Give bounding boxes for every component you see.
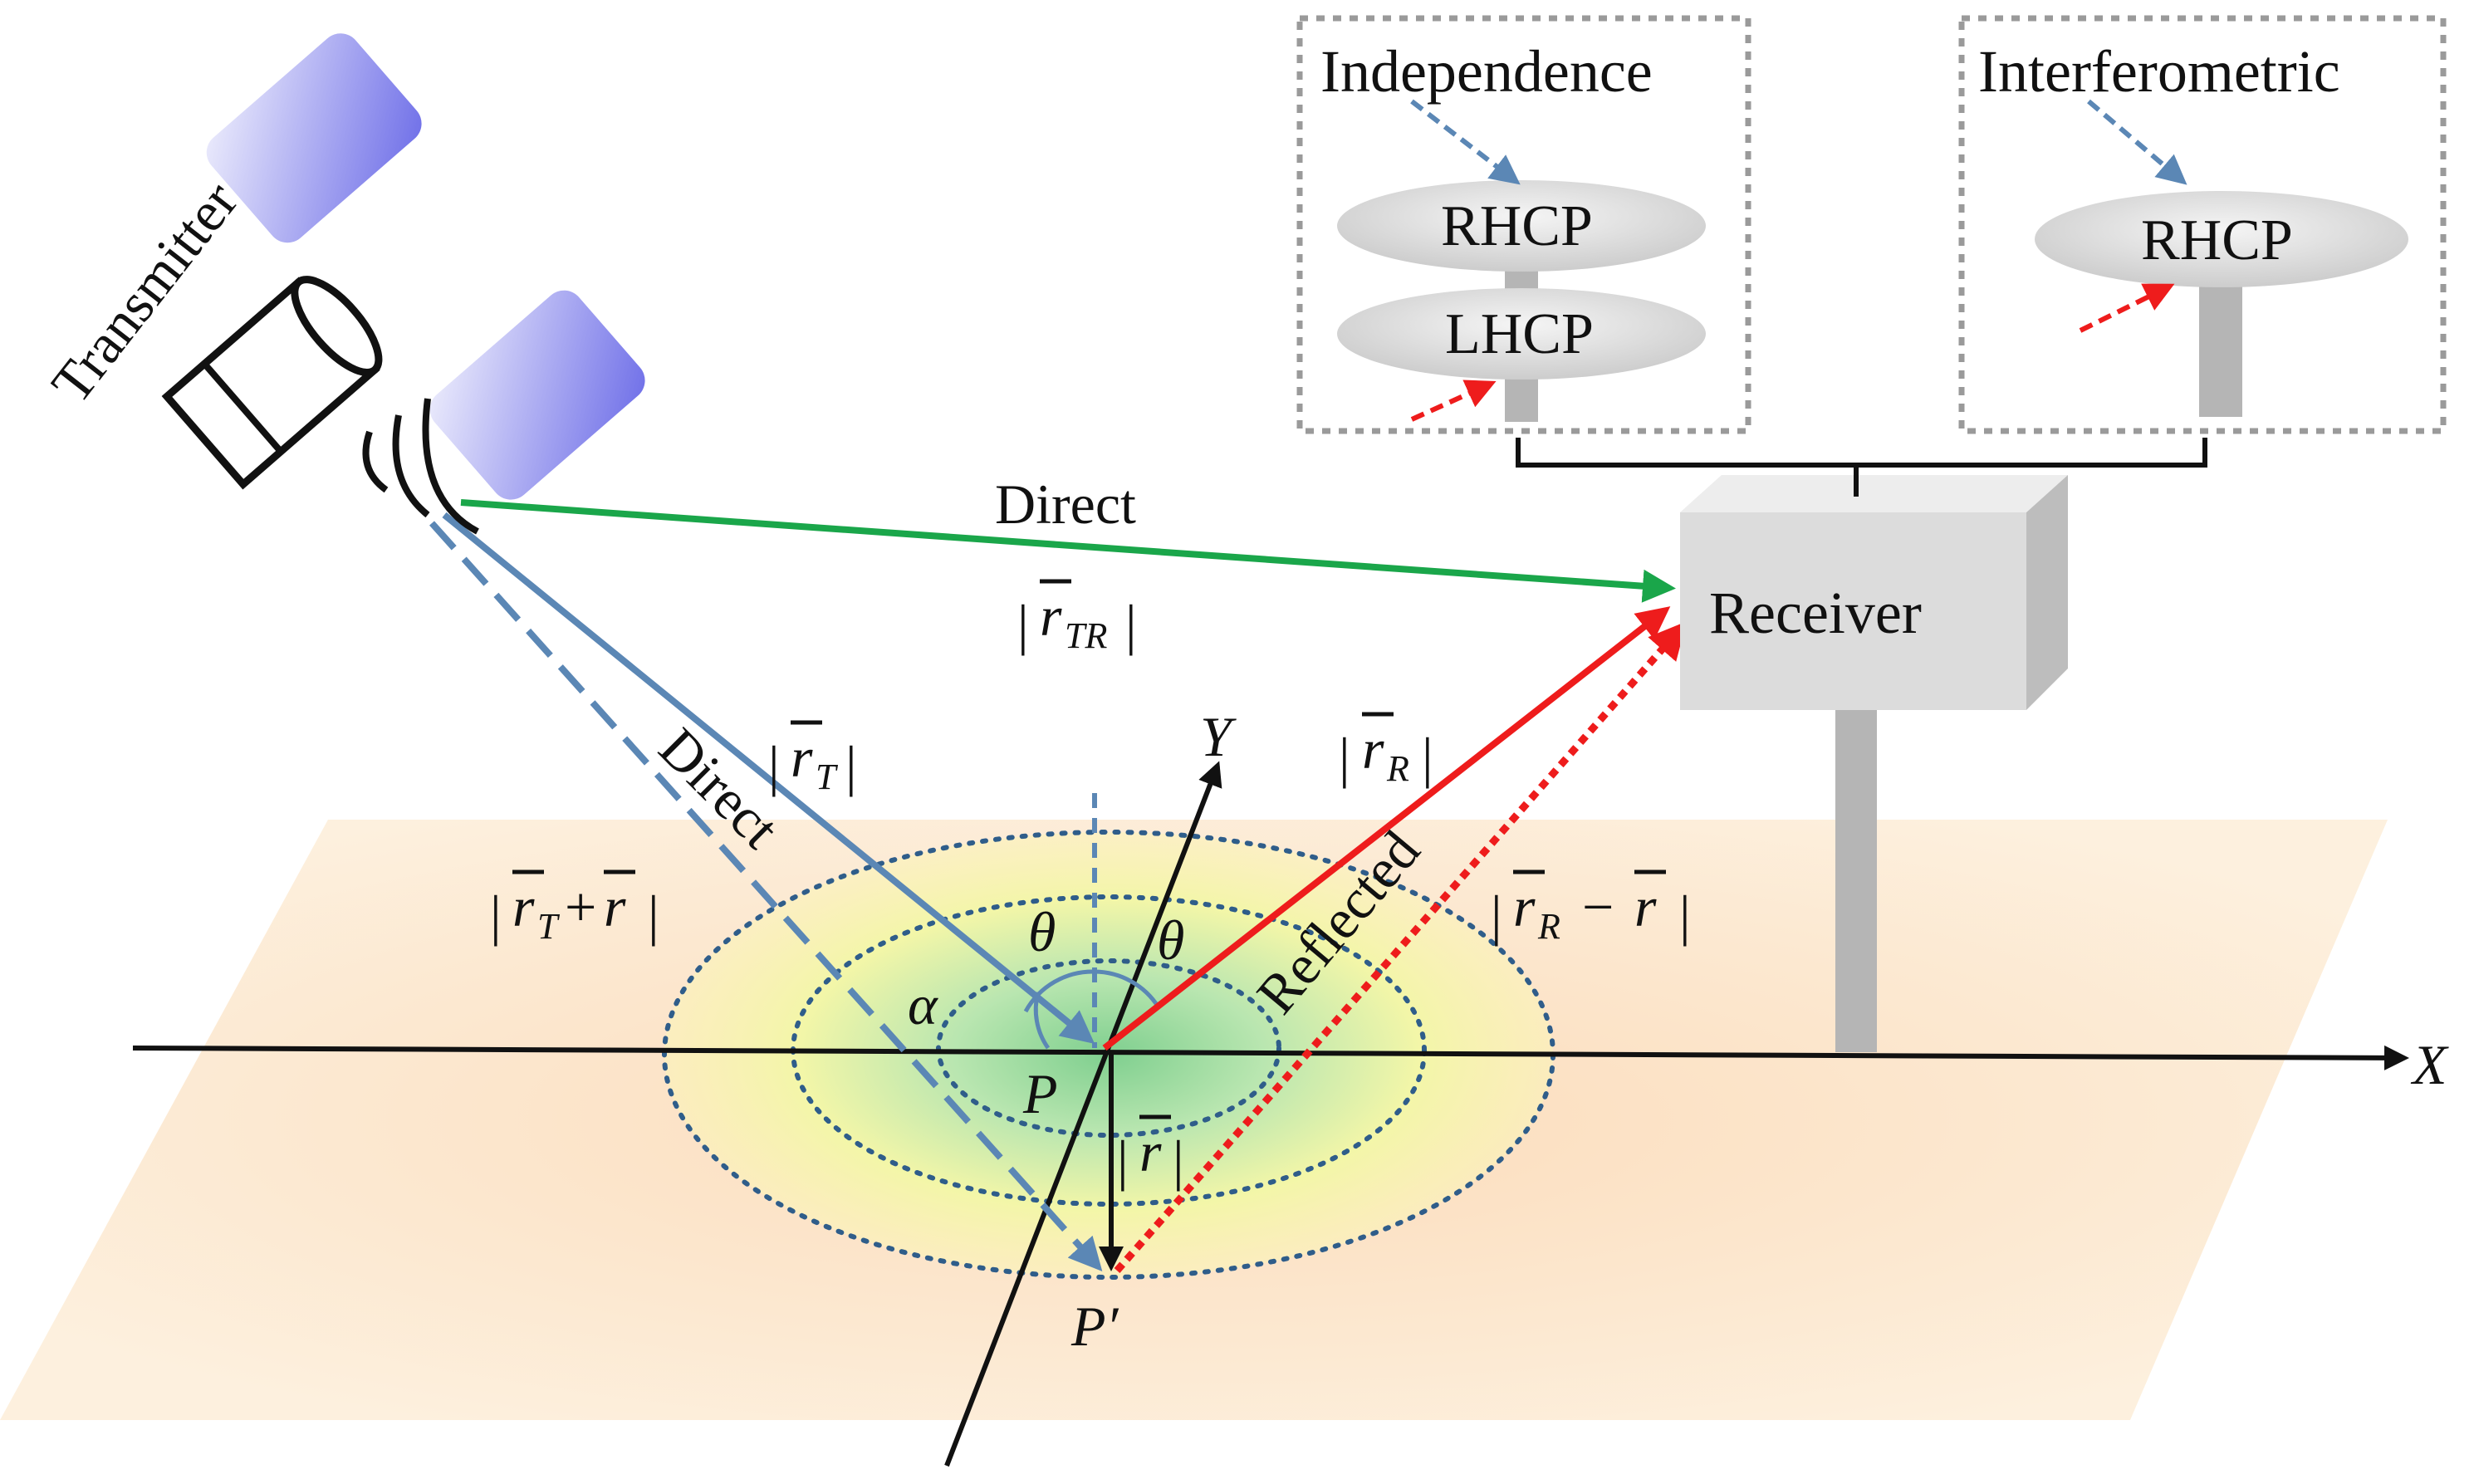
label-r-r: | r R | bbox=[1339, 712, 1433, 789]
svg-text:r: r bbox=[604, 875, 626, 938]
incident-path-offset-arrow bbox=[429, 521, 1103, 1271]
svg-text:TR: TR bbox=[1065, 615, 1107, 656]
satellite-icon bbox=[161, 33, 645, 535]
label-r-tr: | r TR | bbox=[1017, 579, 1137, 656]
svg-text:r: r bbox=[791, 726, 813, 789]
x-axis-label: X bbox=[2410, 1033, 2449, 1096]
svg-text:|: | bbox=[1679, 884, 1691, 947]
theta-left-arc bbox=[1023, 969, 1095, 1013]
svg-text:|: | bbox=[490, 884, 502, 947]
svg-text:r: r bbox=[1362, 718, 1384, 781]
svg-text:|: | bbox=[1491, 884, 1502, 947]
svg-text:R: R bbox=[1386, 748, 1409, 789]
rhcp-left-label: RHCP bbox=[1441, 194, 1593, 258]
theta-right-label: θ bbox=[1157, 909, 1184, 972]
antenna-icon bbox=[1337, 180, 1706, 422]
alpha-label: α bbox=[908, 973, 938, 1036]
svg-text:|: | bbox=[1173, 1129, 1184, 1192]
point-p-label: P bbox=[1022, 1062, 1058, 1125]
svg-text:r: r bbox=[1139, 1120, 1162, 1183]
label-r-t-plus-r: | r T + r | bbox=[490, 869, 659, 947]
antenna-bracket bbox=[1516, 438, 2207, 497]
independence-red-arrow bbox=[1410, 380, 1497, 422]
x-axis bbox=[132, 1045, 2409, 1070]
interferometric-red-arrow bbox=[2079, 283, 2175, 333]
svg-text:T: T bbox=[537, 906, 561, 947]
theta-right-arc bbox=[1094, 969, 1161, 1009]
svg-text:|: | bbox=[845, 734, 857, 797]
lhcp-label: LHCP bbox=[1445, 302, 1594, 366]
direct-path-arrow bbox=[460, 499, 1676, 603]
svg-text:r: r bbox=[512, 875, 535, 938]
receiver-label: Receiver bbox=[1709, 580, 1922, 646]
svg-text:|: | bbox=[1117, 1129, 1129, 1192]
svg-text:|: | bbox=[1422, 726, 1433, 789]
incident-path-arrow bbox=[442, 512, 1095, 1045]
interferometric-blue-arrow bbox=[2087, 99, 2187, 185]
svg-text:|: | bbox=[768, 734, 780, 797]
label-r: | r | bbox=[1117, 1114, 1184, 1192]
svg-text:+: + bbox=[565, 875, 596, 938]
receiver-mast bbox=[1835, 708, 1877, 1052]
direct-top-label: Direct bbox=[995, 473, 1136, 536]
independence-blue-arrow bbox=[1410, 99, 1521, 185]
svg-text:|: | bbox=[1125, 593, 1137, 656]
svg-text:r: r bbox=[1634, 875, 1657, 938]
y-axis-label: Y bbox=[1200, 705, 1237, 768]
rhcp-right-label: RHCP bbox=[2141, 208, 2293, 272]
interferometric-frame bbox=[1958, 15, 2447, 434]
independence-label: Independence bbox=[1320, 38, 1653, 105]
label-r-r-minus-r: | r R − r | bbox=[1491, 869, 1691, 947]
theta-left-label: θ bbox=[1028, 900, 1056, 963]
antenna-icon bbox=[2035, 191, 2408, 417]
svg-text:|: | bbox=[1339, 726, 1350, 789]
independence-frame bbox=[1296, 15, 1751, 434]
label-r-t: | r T | bbox=[768, 720, 857, 797]
receiver-box-icon bbox=[1680, 475, 2068, 710]
y-axis bbox=[944, 761, 1222, 1467]
reflected-path-offset-arrow bbox=[1114, 621, 1687, 1273]
svg-text:T: T bbox=[816, 757, 839, 797]
svg-text:−: − bbox=[1582, 875, 1614, 938]
svg-text:|: | bbox=[648, 884, 659, 947]
svg-text:r: r bbox=[1513, 875, 1536, 938]
reflected-path-arrow bbox=[1102, 606, 1671, 1051]
interferometric-label: Interferometric bbox=[1978, 38, 2340, 105]
svg-text:r: r bbox=[1040, 585, 1062, 648]
svg-text:R: R bbox=[1537, 906, 1560, 947]
point-p-prime-label: P′ bbox=[1070, 1295, 1119, 1358]
svg-text:|: | bbox=[1017, 593, 1029, 656]
